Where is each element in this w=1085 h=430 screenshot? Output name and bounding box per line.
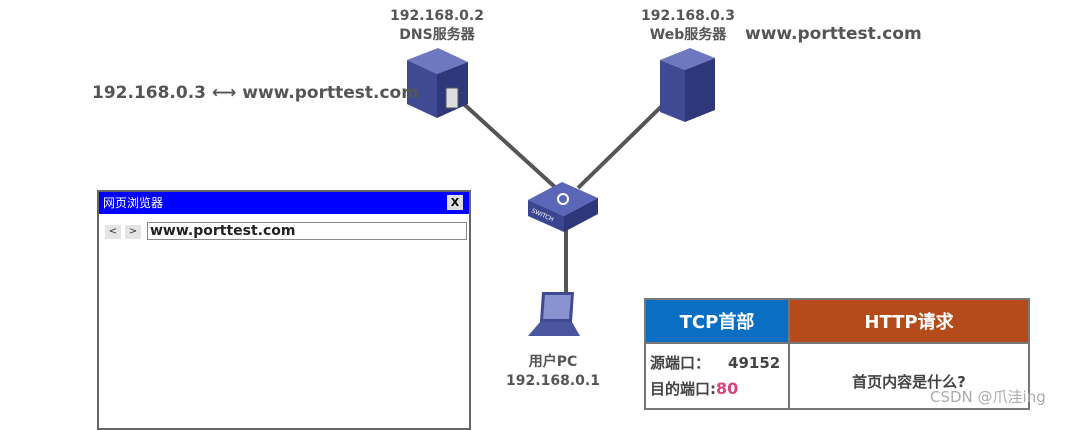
- watermark: CSDN @爪洼ing: [930, 388, 1046, 406]
- web-ip: 192.168.0.3: [641, 8, 735, 24]
- packet-table: TCP首部 HTTP请求 源端口： 49152 目的端口:80 首页内容是什么?: [644, 298, 1030, 410]
- back-button[interactable]: <: [105, 225, 121, 239]
- dns-ip: 192.168.0.2: [390, 8, 484, 24]
- web-label: 192.168.0.3 Web服务器: [638, 7, 738, 45]
- address-bar[interactable]: www.porttest.com: [147, 222, 467, 240]
- pc-label: 用户PC 192.168.0.1: [503, 353, 603, 391]
- link-web-switch: [576, 98, 670, 190]
- pc-name: 用户PC: [528, 354, 578, 370]
- browser-window: 网页浏览器 X < > www.porttest.com: [97, 190, 471, 430]
- dns-label: 192.168.0.2 DNS服务器: [387, 7, 487, 45]
- http-body-cell: 首页内容是什么?: [790, 342, 1028, 408]
- browser-title: 网页浏览器: [103, 196, 164, 210]
- web-name: Web服务器: [649, 27, 727, 43]
- dns-server-icon: [407, 48, 468, 118]
- web-domain: www.porttest.com: [745, 24, 922, 44]
- dns-mapping: 192.168.0.3 ⟷ www.porttest.com: [92, 83, 419, 103]
- http-header-cell: HTTP请求: [790, 300, 1028, 342]
- close-button[interactable]: X: [447, 195, 463, 210]
- laptop-icon: [528, 292, 580, 336]
- double-arrow-icon: ⟷: [211, 83, 237, 103]
- src-port-label: 源端口：: [650, 354, 711, 372]
- link-dns-switch: [453, 94, 558, 190]
- browser-titlebar: 网页浏览器 X: [99, 192, 469, 214]
- pc-ip: 192.168.0.1: [506, 373, 600, 389]
- dst-port-value: 80: [716, 379, 739, 398]
- mapping-ip: 192.168.0.3: [92, 83, 207, 103]
- network-links: SWITCH: [407, 48, 715, 336]
- tcp-header-cell: TCP首部: [646, 300, 790, 342]
- dns-name: DNS服务器: [399, 27, 475, 43]
- forward-button[interactable]: >: [125, 225, 141, 239]
- mapping-domain: www.porttest.com: [242, 83, 419, 103]
- switch-icon: SWITCH: [528, 182, 598, 232]
- src-port-value: 49152: [728, 354, 781, 372]
- web-server-icon: [660, 48, 715, 122]
- tcp-ports-cell: 源端口： 49152 目的端口:80: [646, 342, 790, 408]
- dst-port-label: 目的端口:: [650, 380, 716, 398]
